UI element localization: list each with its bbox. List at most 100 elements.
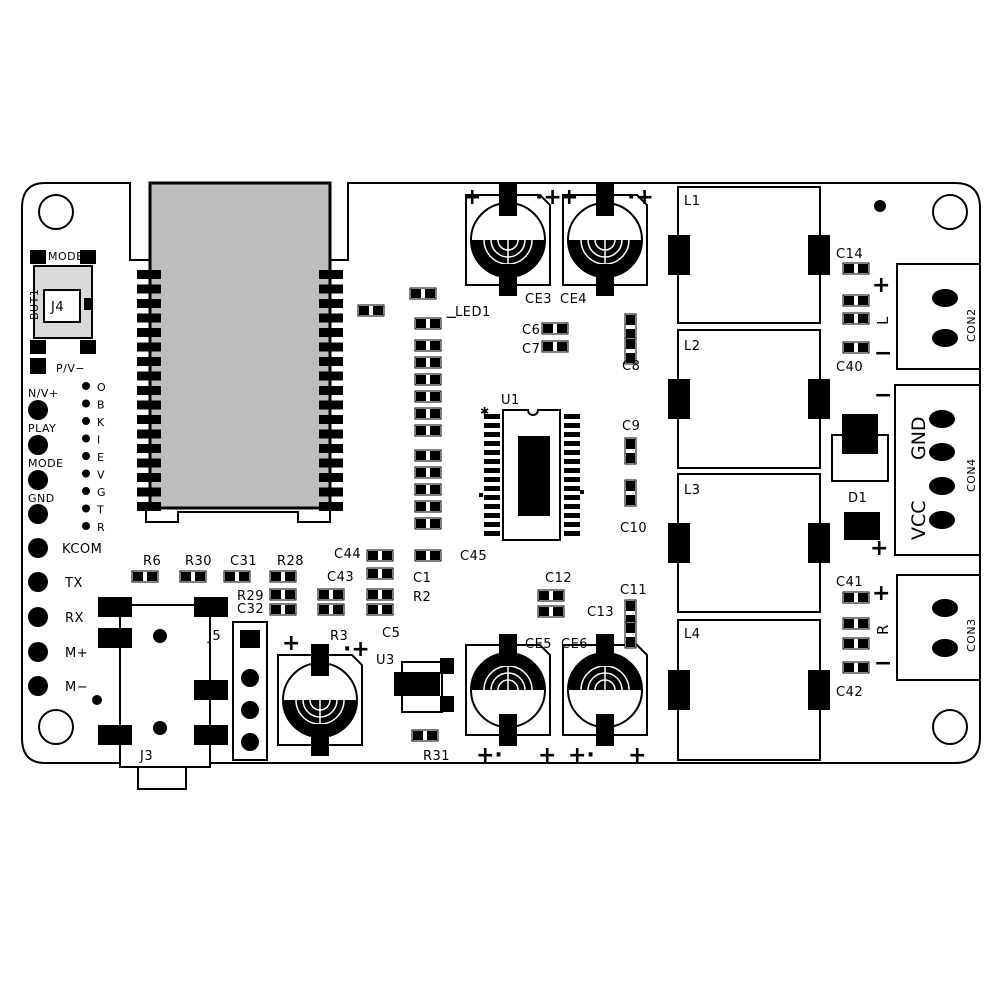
module-pin <box>319 342 343 352</box>
label-r30: R30 <box>185 554 212 569</box>
label-c13: C13 <box>587 605 614 620</box>
regulator-u3: U3 <box>376 653 454 713</box>
label-c40: C40 <box>836 360 863 375</box>
label-c31: C31 <box>230 554 257 569</box>
smd-chip <box>317 603 345 616</box>
smd-chip <box>842 637 870 650</box>
svg-text:−: − <box>445 308 458 326</box>
label-l2: L2 <box>684 339 701 354</box>
smd-chip <box>842 312 870 325</box>
label-c1: C1 <box>413 571 431 586</box>
smd-chip <box>624 337 637 365</box>
mounting-holes <box>38 194 968 745</box>
smd-chip <box>414 500 442 513</box>
label-gnd-power: GND <box>908 416 930 460</box>
ic-pin <box>484 441 500 446</box>
label-con3: CON3 <box>965 618 978 652</box>
smd-chip <box>357 304 385 317</box>
label-mode: MODE <box>28 457 64 470</box>
label-c9: C9 <box>622 419 640 434</box>
label-j4: J4 <box>50 300 64 315</box>
module-pin <box>137 487 161 497</box>
header-j5: J5 <box>207 621 268 761</box>
module-pin <box>137 357 161 366</box>
smd-chip <box>842 661 870 674</box>
module-pin <box>137 458 161 468</box>
label-j3: J3 <box>139 749 153 764</box>
smd-chip <box>366 588 394 601</box>
module-pin <box>319 444 343 453</box>
label-r28: R28 <box>277 554 304 569</box>
label-ce4: CE4 <box>560 292 587 307</box>
label-rx: RX <box>65 611 84 626</box>
module-pin <box>137 328 161 337</box>
svg-text:+: + <box>538 743 556 768</box>
ic-pin <box>564 441 580 446</box>
label-con2: CON2 <box>965 308 978 342</box>
smd-chip <box>414 407 442 420</box>
pad-dot <box>82 399 90 408</box>
silk-letter: R <box>97 521 105 534</box>
inductor <box>668 619 830 761</box>
label-r29: R29 <box>237 589 264 604</box>
label-c14: C14 <box>836 247 863 262</box>
smd-chip <box>414 449 442 462</box>
smd-chip <box>842 341 870 354</box>
svg-text:−: − <box>874 341 892 366</box>
electrolytic-capacitor <box>465 634 551 746</box>
label-mode-top: MODE <box>48 250 84 263</box>
pad-dot <box>82 382 90 390</box>
module-pin <box>137 313 161 323</box>
ic-pin <box>564 459 580 464</box>
label-mminus: M− <box>65 680 88 695</box>
ic-pin <box>564 450 580 455</box>
module-pin <box>319 429 343 439</box>
label-kcom: KCOM <box>62 542 102 557</box>
left-pads: P/V− N/V+ PLAY MODE GND KCOM TX RX M+ M− <box>28 358 102 705</box>
ic-pin <box>564 414 580 419</box>
smd-chip <box>541 340 569 353</box>
smd-chip <box>414 424 442 437</box>
svg-text:✱: ✱ <box>480 405 490 418</box>
smd-chip <box>842 617 870 630</box>
connector-con3: CON3 <box>896 574 981 681</box>
label-r3: R3 <box>330 629 348 644</box>
ic-pin <box>484 495 500 500</box>
svg-text:·+: ·+ <box>343 637 370 662</box>
ic-pin <box>484 459 500 464</box>
smd-chip <box>414 549 442 562</box>
electrolytic-capacitor <box>465 184 551 296</box>
pad-dot <box>82 487 90 495</box>
module-pin <box>319 502 343 511</box>
ic-pin <box>564 423 580 428</box>
smd-chip <box>537 589 565 602</box>
label-c11: C11 <box>620 583 647 598</box>
label-play: PLAY <box>28 422 56 435</box>
pad-dot <box>82 434 90 443</box>
module-pin <box>137 429 161 439</box>
svg-text:+·: +· <box>568 743 595 768</box>
label-c12: C12 <box>545 571 572 586</box>
smd-chip <box>317 588 345 601</box>
label-gnd: GND <box>28 492 55 505</box>
ic-pin <box>564 486 580 491</box>
connector-con4: CON4 GND VCC <box>894 384 981 556</box>
module-pin <box>137 473 161 482</box>
ic-pin <box>484 477 500 482</box>
smd-chip <box>414 466 442 479</box>
smd-chip <box>269 603 297 616</box>
smd-chip <box>414 390 442 403</box>
smd-chip <box>269 570 297 583</box>
ic-pin <box>484 423 500 428</box>
svg-text:·+: ·+ <box>535 185 562 210</box>
svg-text:+: + <box>870 536 888 561</box>
svg-text:+: + <box>872 273 890 298</box>
module-pin <box>319 458 343 468</box>
module-pin <box>319 415 343 424</box>
label-nv: N/V+ <box>28 387 59 400</box>
smd-chip <box>842 294 870 307</box>
inductors <box>668 186 830 761</box>
smd-chip <box>414 373 442 386</box>
electrolytic-capacitor <box>277 644 363 756</box>
